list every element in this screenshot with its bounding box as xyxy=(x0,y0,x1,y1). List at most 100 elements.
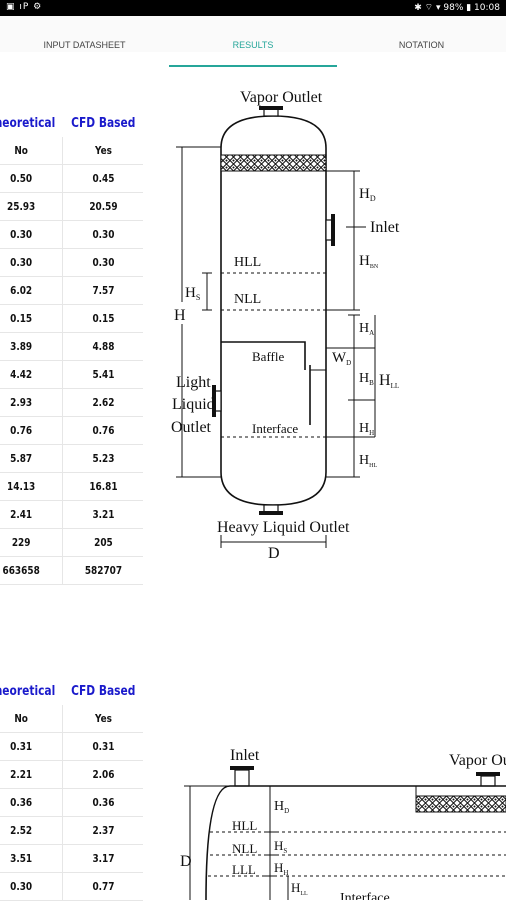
vertical-cell: 582707 xyxy=(68,556,138,585)
diameter-label: D xyxy=(268,545,280,562)
vertical-cell: 6.02 xyxy=(0,276,57,305)
vertical-cell: 2.93 xyxy=(0,388,57,417)
hs-main: H xyxy=(185,285,196,301)
h-lll-label: LLL xyxy=(232,862,256,877)
vertical-cell: 0.30 xyxy=(68,220,138,249)
horizontal-cell: 0.36 xyxy=(0,788,57,817)
horizontal-cell: 2.37 xyxy=(68,816,138,845)
vertical-table-row: 0.30 0.30 xyxy=(0,220,143,249)
vertical-cell: 0.15 xyxy=(68,304,138,333)
inlet-flange xyxy=(331,214,335,246)
wd-main: W xyxy=(332,350,347,366)
vertical-cell: 25.93 xyxy=(0,192,57,221)
baffle-plate xyxy=(221,341,306,370)
h-label: H xyxy=(174,307,186,324)
h-hs-sub: S xyxy=(283,847,287,855)
svg-text:HS: HS xyxy=(185,285,200,302)
hb-main: H xyxy=(359,371,369,386)
svg-text:HD: HD xyxy=(359,186,376,203)
horizontal-header-1: CFD Based xyxy=(70,684,136,699)
baffle-label: Baffle xyxy=(252,349,284,364)
interface-label: Interface xyxy=(252,421,298,436)
ha-sub: A xyxy=(369,329,374,337)
tab-results[interactable]: RESULTS xyxy=(232,40,274,50)
status-bar: ▣ ıP ⚙ ✱ ⌔ ▾ 98% ▮ 10:08 xyxy=(0,0,506,16)
hd-sub: D xyxy=(370,194,376,203)
horizontal-cell: 3.51 xyxy=(0,844,57,873)
h-hd-sub: D xyxy=(284,807,289,815)
vertical-cell: 2.62 xyxy=(68,388,138,417)
vertical-cell: Yes xyxy=(68,137,138,165)
horizontal-table-row: 0.36 0.36 xyxy=(0,788,143,817)
h-interface-label: Interface xyxy=(340,891,390,900)
vertical-cell: 4.88 xyxy=(68,332,138,361)
svg-text:HLL: HLL xyxy=(379,372,399,390)
svg-text:HBN: HBN xyxy=(359,253,379,270)
vapor-outlet-flange xyxy=(259,106,283,110)
status-left-icons: ▣ ıP ⚙ xyxy=(6,2,43,12)
vapor-outlet-nozzle xyxy=(263,108,279,117)
horizontal-cell: 0.77 xyxy=(68,872,138,901)
horizontal-cell: 0.30 xyxy=(0,872,57,901)
vertical-cell: 205 xyxy=(68,528,138,557)
hhl-sub: HL xyxy=(369,463,377,469)
svg-text:HLL: HLL xyxy=(291,880,308,897)
heavy-outlet-nozzle xyxy=(263,504,279,513)
vertical-cell: 5.87 xyxy=(0,444,57,473)
horizontal-cell: 0.31 xyxy=(0,732,57,761)
hd-main: H xyxy=(359,186,370,202)
horizontal-header-0: Theoretical xyxy=(0,684,56,699)
hll-dim-sub: LL xyxy=(391,382,400,390)
h-hh-main: H xyxy=(274,860,283,875)
h-hd-main: H xyxy=(274,799,284,814)
vertical-table-row: 229 205 xyxy=(0,528,143,557)
horizontal-cell: 0.36 xyxy=(68,788,138,817)
tab-notation[interactable]: NOTATION xyxy=(398,40,445,50)
vertical-cell: 16.81 xyxy=(68,472,138,501)
horizontal-table-row: 3.51 3.17 xyxy=(0,844,143,873)
svg-text:HS: HS xyxy=(274,838,287,855)
vertical-cell: 0.45 xyxy=(68,164,138,193)
vertical-cell: 0.30 xyxy=(0,220,57,249)
vertical-cell: 0.30 xyxy=(0,248,57,277)
heavy-liquid-outlet-label: Heavy Liquid Outlet xyxy=(217,519,350,536)
vertical-header-1: CFD Based xyxy=(70,116,136,131)
vertical-cell: 0.15 xyxy=(0,304,57,333)
ha-main: H xyxy=(359,321,369,336)
h-nll-label: NLL xyxy=(232,841,257,856)
tab-input-datasheet[interactable]: INPUT DATASHEET xyxy=(43,40,126,50)
horizontal-cell: 3.17 xyxy=(68,844,138,873)
h-hll-sub: LL xyxy=(300,891,308,897)
tab-bar: INPUT DATASHEET RESULTS NOTATION xyxy=(0,16,506,67)
vertical-cell: 0.76 xyxy=(0,416,57,445)
horizontal-cell: Yes xyxy=(68,705,138,733)
light-liquid-label-1: Light xyxy=(176,374,211,391)
vertical-cell: 2.41 xyxy=(0,500,57,529)
hbn-sub: BN xyxy=(370,264,379,270)
nll-label: NLL xyxy=(234,292,261,307)
horizontal-table-row: No Yes xyxy=(0,705,143,733)
vertical-cell: 0.76 xyxy=(68,416,138,445)
light-liquid-label-3: Outlet xyxy=(171,419,212,436)
svg-text:HA: HA xyxy=(359,321,374,337)
heavy-outlet-flange xyxy=(259,511,283,515)
svg-text:HD: HD xyxy=(274,799,289,815)
status-right-info: ✱ ⌔ ▾ 98% ▮ 10:08 xyxy=(414,3,500,13)
horizontal-separator-diagram: Inlet Vapor Out D HD HLL NLL LLL HS HH H… xyxy=(180,747,506,900)
horizontal-cell: No xyxy=(0,705,57,733)
inlet-label: Inlet xyxy=(370,219,400,236)
vertical-cell: 229 xyxy=(0,528,57,557)
h-hll-main: H xyxy=(291,880,300,895)
vertical-table-row: 0.76 0.76 xyxy=(0,416,143,445)
